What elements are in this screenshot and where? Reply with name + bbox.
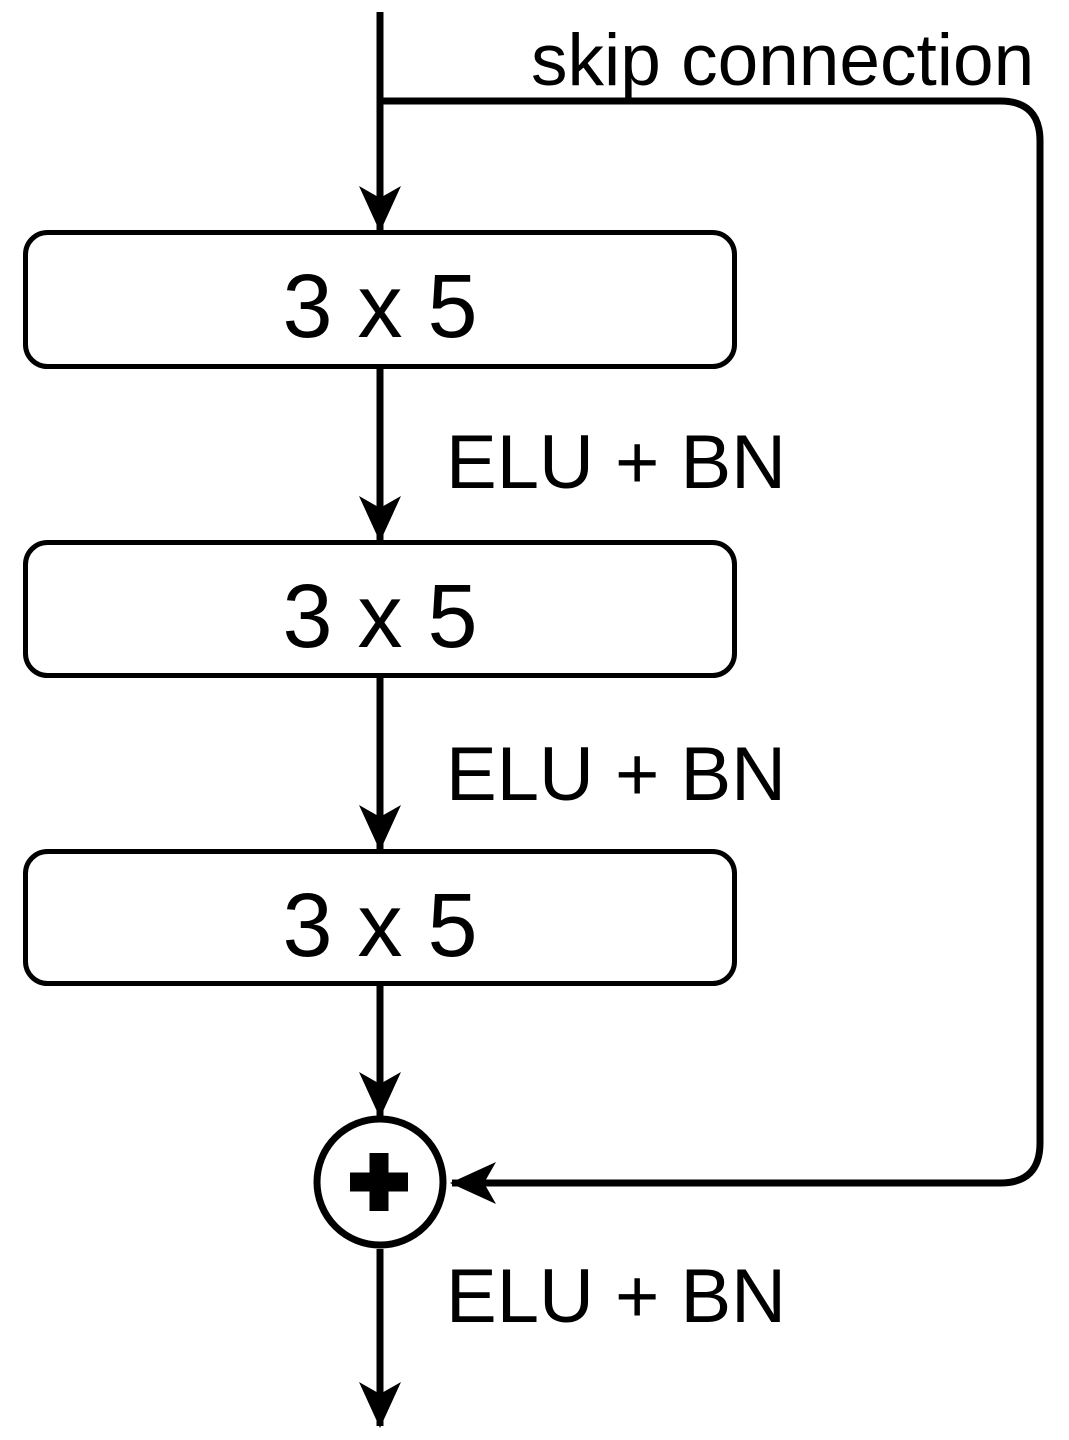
conv-box-2-label: 3 x 5 xyxy=(282,567,477,667)
conv-box-3 xyxy=(23,849,737,986)
sum-node xyxy=(313,1115,447,1249)
edge-label-output: ELU + BN xyxy=(446,1254,786,1339)
edge-label-2: ELU + BN xyxy=(446,732,786,817)
conv-box-3-label: 3 x 5 xyxy=(282,876,477,976)
conv-box-2 xyxy=(23,540,737,678)
skip-connection-label: skip connection xyxy=(531,20,1034,101)
conv-box-1-label: 3 x 5 xyxy=(282,257,477,357)
edge-label-1: ELU + BN xyxy=(446,420,786,505)
skip-connection-line xyxy=(380,97,1044,1204)
conv-box-1 xyxy=(23,230,737,369)
plus-icon xyxy=(350,1153,408,1211)
